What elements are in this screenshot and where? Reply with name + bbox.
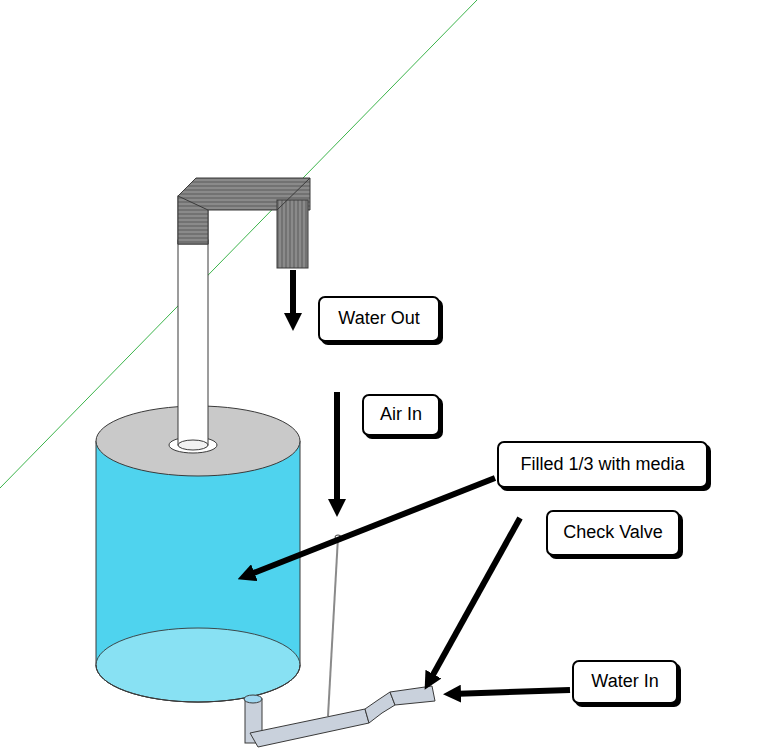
- callout-label: Water Out: [338, 308, 419, 330]
- callout-box: Filled 1/3 with media: [497, 441, 708, 488]
- callout-label: Air In: [380, 404, 422, 426]
- inlet-pipe: [244, 686, 435, 747]
- tank: [96, 406, 300, 702]
- callout-box: Water In: [572, 660, 678, 704]
- callout-label: Check Valve: [563, 522, 663, 544]
- axis-line: [0, 0, 477, 488]
- callout-box: Check Valve: [546, 510, 680, 556]
- callout-box: Air In: [362, 394, 440, 436]
- check-valve: [390, 686, 435, 705]
- callout-label: Filled 1/3 with media: [520, 454, 684, 476]
- callout-label: Water In: [591, 671, 658, 693]
- air-line: [328, 535, 341, 716]
- callout-box: Water Out: [318, 296, 440, 342]
- outlet-pipe: [178, 178, 310, 450]
